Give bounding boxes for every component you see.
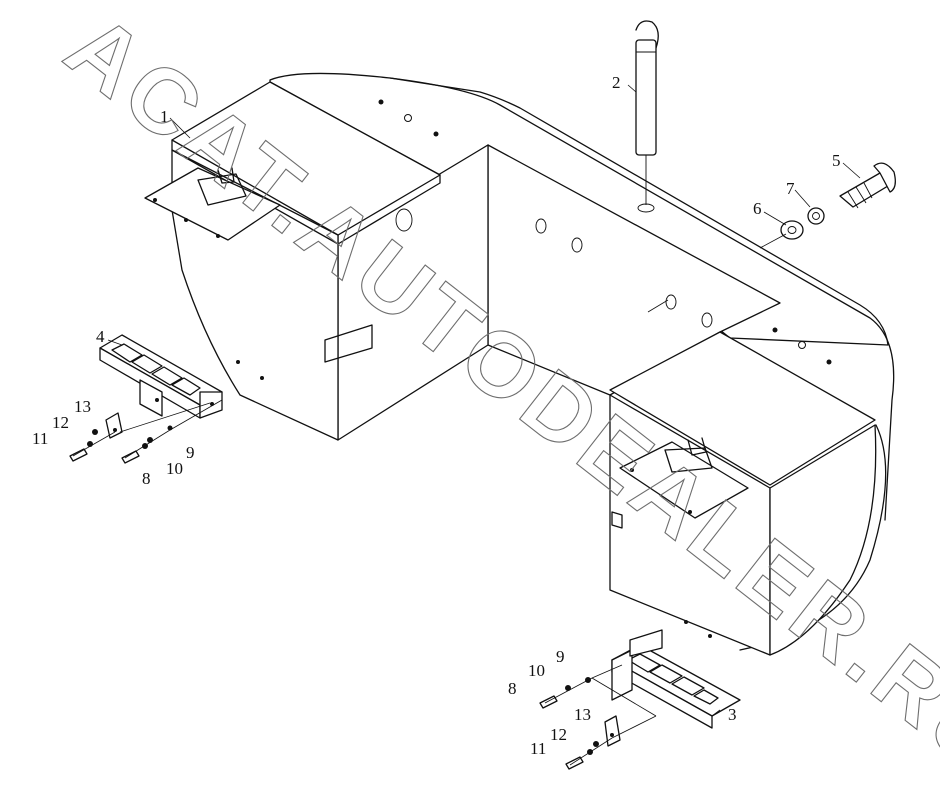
callout-6: 6 <box>753 199 762 218</box>
callout-9-left: 9 <box>186 443 195 462</box>
left-step-hardware <box>69 399 223 464</box>
callout-12-right: 12 <box>550 725 567 744</box>
callout-13-left: 13 <box>74 397 91 416</box>
callout-13-right: 13 <box>574 705 591 724</box>
lifting-pin <box>635 20 659 205</box>
callout-11-right: 11 <box>530 739 546 758</box>
callout-3: 3 <box>728 705 737 724</box>
left-step <box>99 334 223 419</box>
callout-4: 4 <box>96 327 105 346</box>
callout-5: 5 <box>832 151 841 170</box>
callout-12-left: 12 <box>52 413 69 432</box>
right-step <box>611 629 741 729</box>
washer <box>780 220 804 240</box>
right-step-hardware <box>539 664 657 770</box>
callout-11-left: 11 <box>32 429 48 448</box>
right-hatch <box>619 437 749 519</box>
bolt <box>839 162 896 209</box>
callout-2: 2 <box>612 73 621 92</box>
right-block-top <box>609 331 876 486</box>
callout-8-left: 8 <box>142 469 151 488</box>
counterweight-body <box>171 72 895 656</box>
callout-10-right: 10 <box>528 661 545 680</box>
left-hatch <box>144 167 281 241</box>
right-block-side <box>769 424 877 656</box>
callout-10-left: 10 <box>166 459 183 478</box>
callout-1: 1 <box>160 107 169 126</box>
callout-7: 7 <box>786 179 795 198</box>
callout-9-right: 9 <box>556 647 565 666</box>
callout-8-right: 8 <box>508 679 517 698</box>
nut <box>807 207 825 225</box>
